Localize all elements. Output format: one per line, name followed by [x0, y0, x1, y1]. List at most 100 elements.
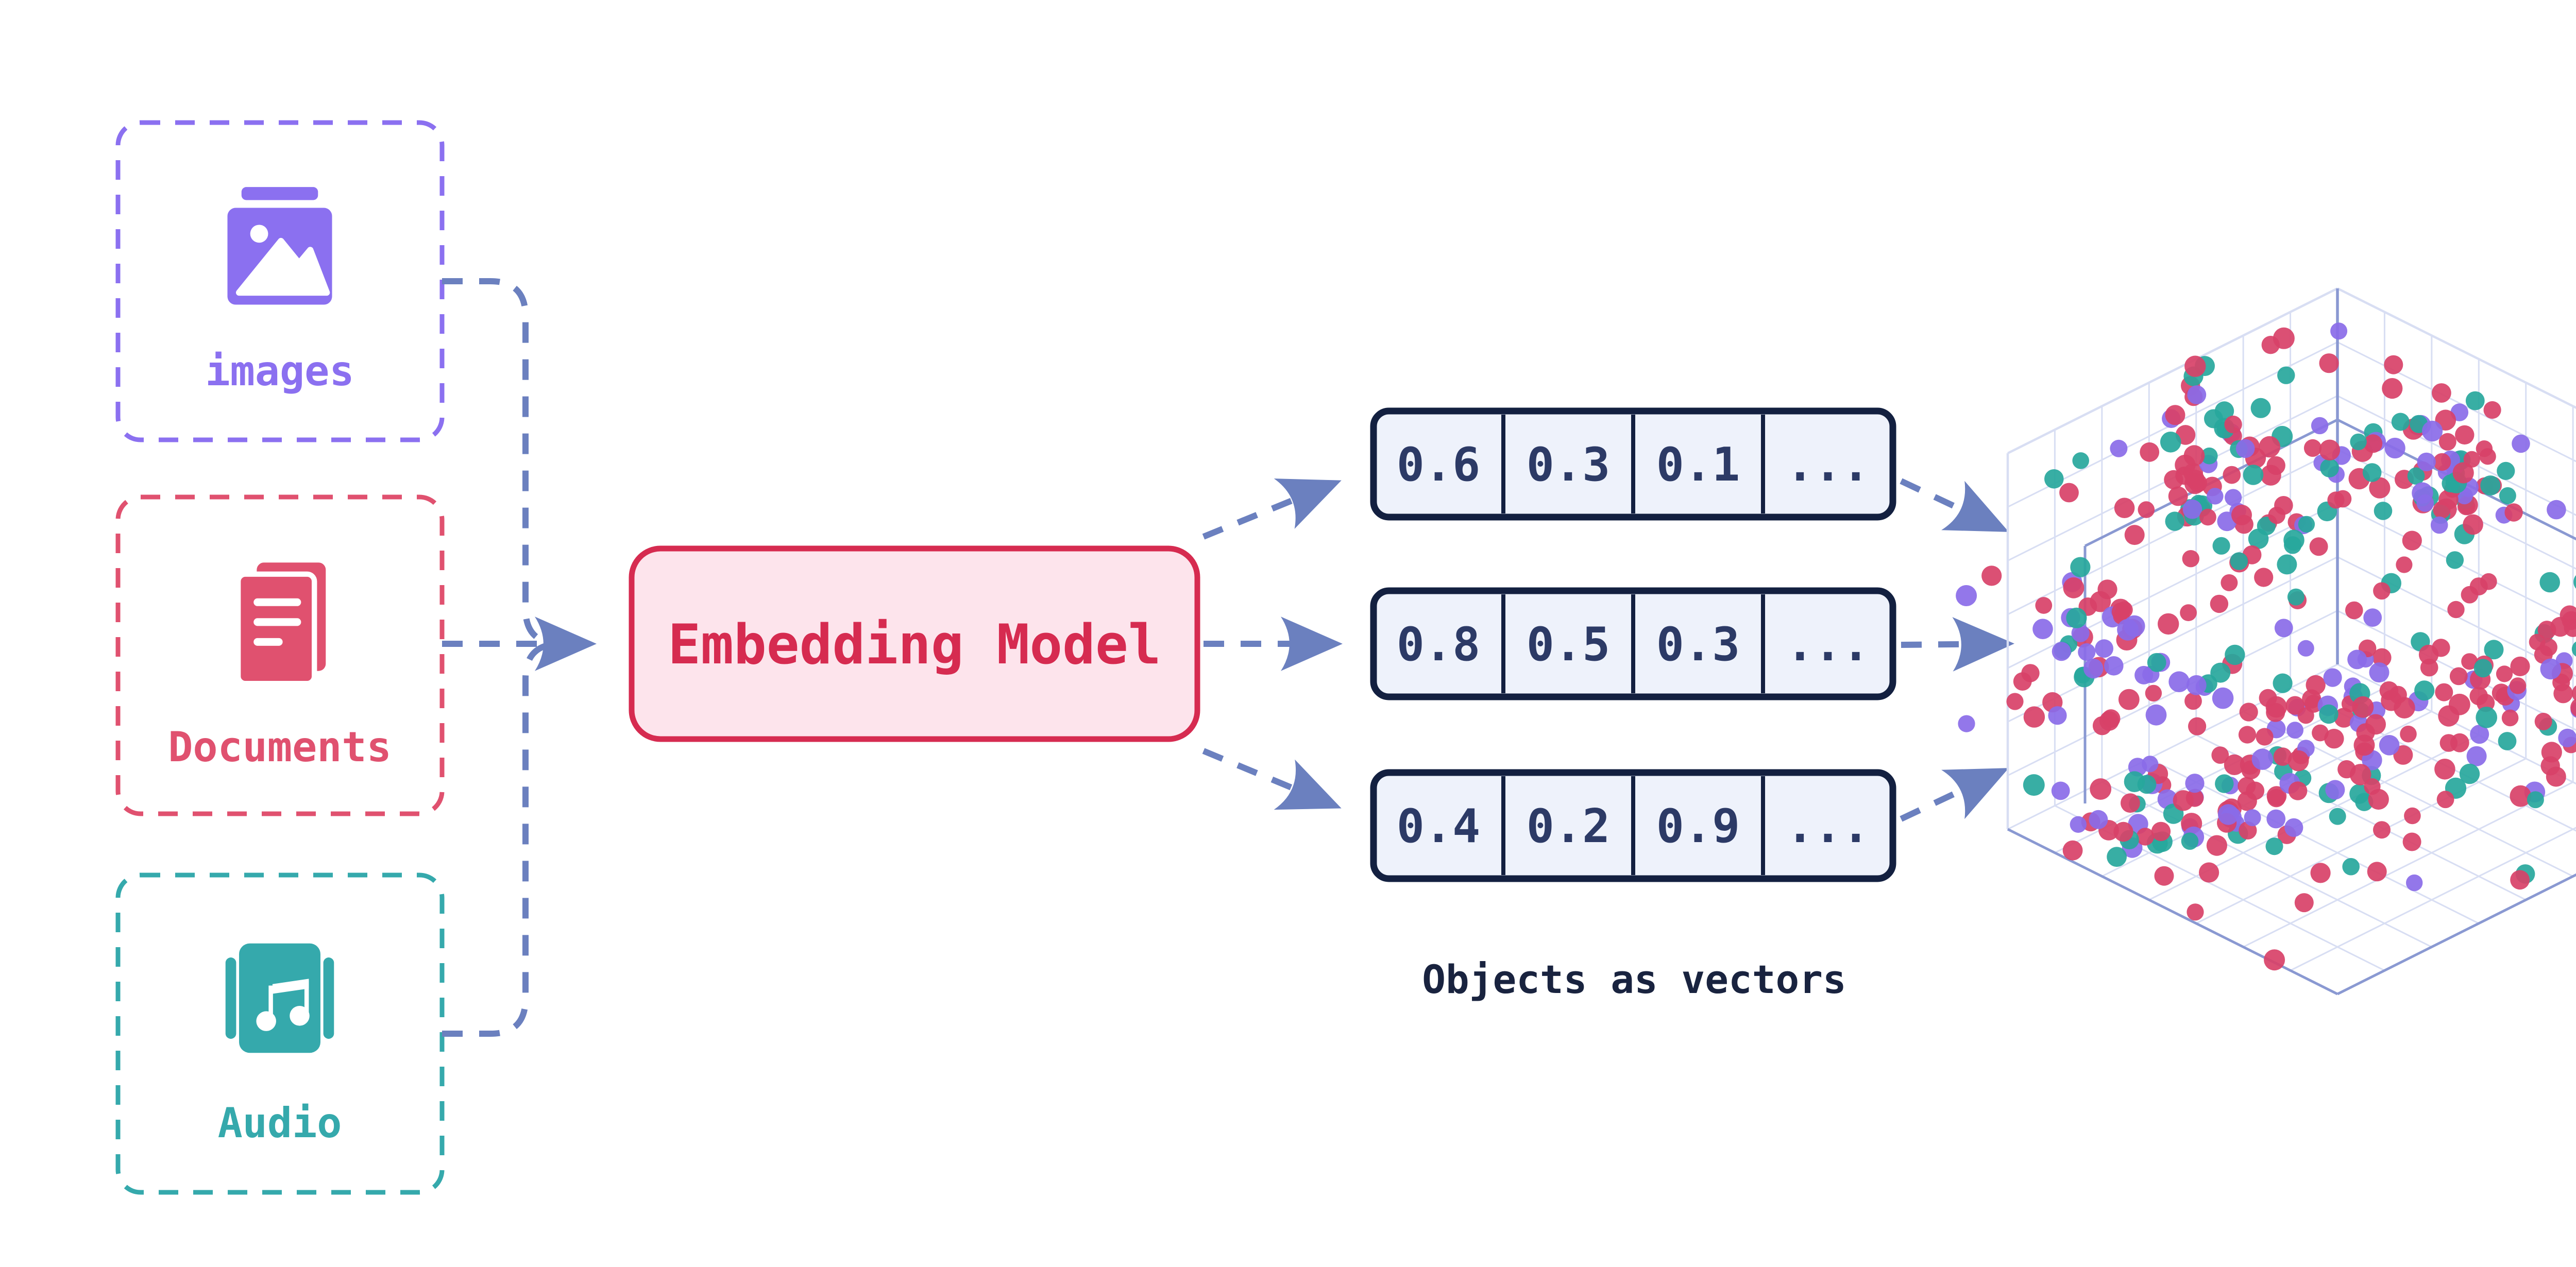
scatter-dot: [2277, 554, 2297, 575]
scatter-dot: [2391, 413, 2410, 431]
documents-icon-front-page: [235, 571, 317, 687]
scatter-dot: [2546, 766, 2566, 787]
scatter-dot: [2466, 746, 2487, 766]
axis-line: [2336, 873, 2576, 996]
vector-cell-value: ...: [1786, 799, 1870, 853]
scatter-dot: [2342, 858, 2360, 876]
scatter-dot: [2372, 648, 2392, 667]
scatter-dot: [2432, 383, 2451, 403]
scatter-dot: [2498, 732, 2517, 750]
scatter-dot: [2449, 667, 2468, 686]
scatter-dot: [2334, 708, 2354, 728]
scatter-dot: [2435, 683, 2453, 701]
vector-cell-value: 0.8: [1397, 618, 1481, 672]
scatter-dot: [2294, 893, 2314, 913]
scatter-dot: [2374, 502, 2393, 520]
scatter-dot: [2311, 417, 2329, 435]
scatter-dot: [1958, 715, 1975, 732]
scatter-dot: [2173, 790, 2194, 811]
scatter-dot: [2138, 501, 2155, 518]
connector-audio-to-merge: [442, 641, 561, 1037]
scatter-dot: [2446, 551, 2464, 569]
scatter-dot: [2121, 793, 2140, 813]
scatter-dot: [2235, 439, 2255, 458]
scatter-dot: [2013, 672, 2032, 691]
scatter-dot: [2402, 832, 2421, 851]
scatter-dot: [2267, 789, 2286, 808]
scatter-dot: [2364, 434, 2383, 453]
scatter-dot: [2459, 763, 2480, 784]
vector-cell-value: 0.3: [1527, 438, 1611, 492]
scatter-dot: [2369, 477, 2391, 499]
scatter-dot: [2303, 439, 2322, 457]
source-documents: Documents: [115, 494, 445, 816]
scatter-dot: [2480, 475, 2501, 496]
scatter-dot: [2540, 658, 2562, 680]
scatter-dot: [2504, 503, 2523, 522]
scatter-dot: [2062, 840, 2083, 861]
scatter-dot: [2509, 677, 2527, 694]
scatter-dot: [2115, 601, 2133, 619]
scatter-dot: [2182, 550, 2199, 568]
scatter-dot: [2364, 778, 2381, 795]
scatter-dot: [2066, 607, 2087, 628]
scatter-dot: [2251, 748, 2273, 770]
scatter-dot: [2287, 588, 2304, 606]
scatter-dot: [2048, 706, 2067, 725]
scatter-dot: [2363, 608, 2382, 627]
scatter-dot: [2510, 656, 2530, 676]
vector-cell-value: 0.9: [1656, 799, 1740, 853]
image-icon-mountains: [235, 237, 330, 296]
grid-line: [2337, 502, 2576, 624]
scatter-dot: [2224, 415, 2242, 434]
grid-line: [2007, 556, 2338, 723]
scatter-dot: [2071, 624, 2090, 642]
scatter-dot: [2373, 582, 2391, 600]
grid-line: [2336, 287, 2576, 409]
scatter-dot: [2256, 728, 2274, 746]
scatter-dot: [2070, 816, 2087, 833]
scatter-dot: [2362, 463, 2382, 482]
scatter-dot: [2225, 489, 2242, 506]
scatter-dot: [2180, 604, 2197, 621]
scatter-dot: [2168, 486, 2188, 506]
scatter-dot: [2547, 500, 2566, 520]
scatter-dot: [1981, 566, 2002, 586]
scatter-dot: [2501, 709, 2519, 727]
scatter-dot: [2206, 835, 2227, 856]
scatter-dot: [2539, 572, 2561, 593]
scatter-dot: [2407, 467, 2425, 485]
scatter-dot: [2059, 483, 2079, 503]
scatter-dot: [2349, 764, 2371, 785]
scatter-dot: [2450, 733, 2469, 752]
scatter-dot: [2284, 818, 2303, 837]
scatter-dot: [2455, 425, 2475, 445]
scatter-dot: [2023, 706, 2045, 728]
scatter-dot: [2350, 433, 2367, 451]
scatter-dot: [2572, 685, 2576, 701]
scatter-dot: [2470, 725, 2489, 744]
scatter-dot: [2369, 662, 2389, 683]
scatter-dot: [2187, 903, 2204, 921]
scatter-dot: [2573, 575, 2576, 589]
scatter-dot: [2051, 781, 2070, 800]
scatter-dot: [2223, 466, 2241, 484]
scatter-dot: [2319, 704, 2338, 724]
scatter-dot: [2438, 433, 2456, 451]
scatter-dot: [2137, 775, 2157, 794]
scatter-dot: [2063, 577, 2084, 598]
scatter-dot: [2323, 668, 2342, 687]
audio-icon-right-bar: [323, 957, 334, 1039]
grid-line: [2007, 610, 2338, 777]
scatter-dot: [2480, 573, 2497, 590]
scatter-dot: [2083, 658, 2104, 679]
scatter-dot: [2558, 728, 2576, 747]
scatter-dot: [2476, 707, 2498, 728]
scatter-dot: [2430, 516, 2448, 534]
audio-label: Audio: [218, 1099, 342, 1147]
scatter-dot: [2461, 653, 2478, 670]
scatter-dot: [2274, 619, 2293, 638]
floor-grid-line: [2196, 758, 2527, 924]
documents-icon-line-2: [253, 618, 301, 626]
scatter-dot: [2244, 809, 2261, 827]
